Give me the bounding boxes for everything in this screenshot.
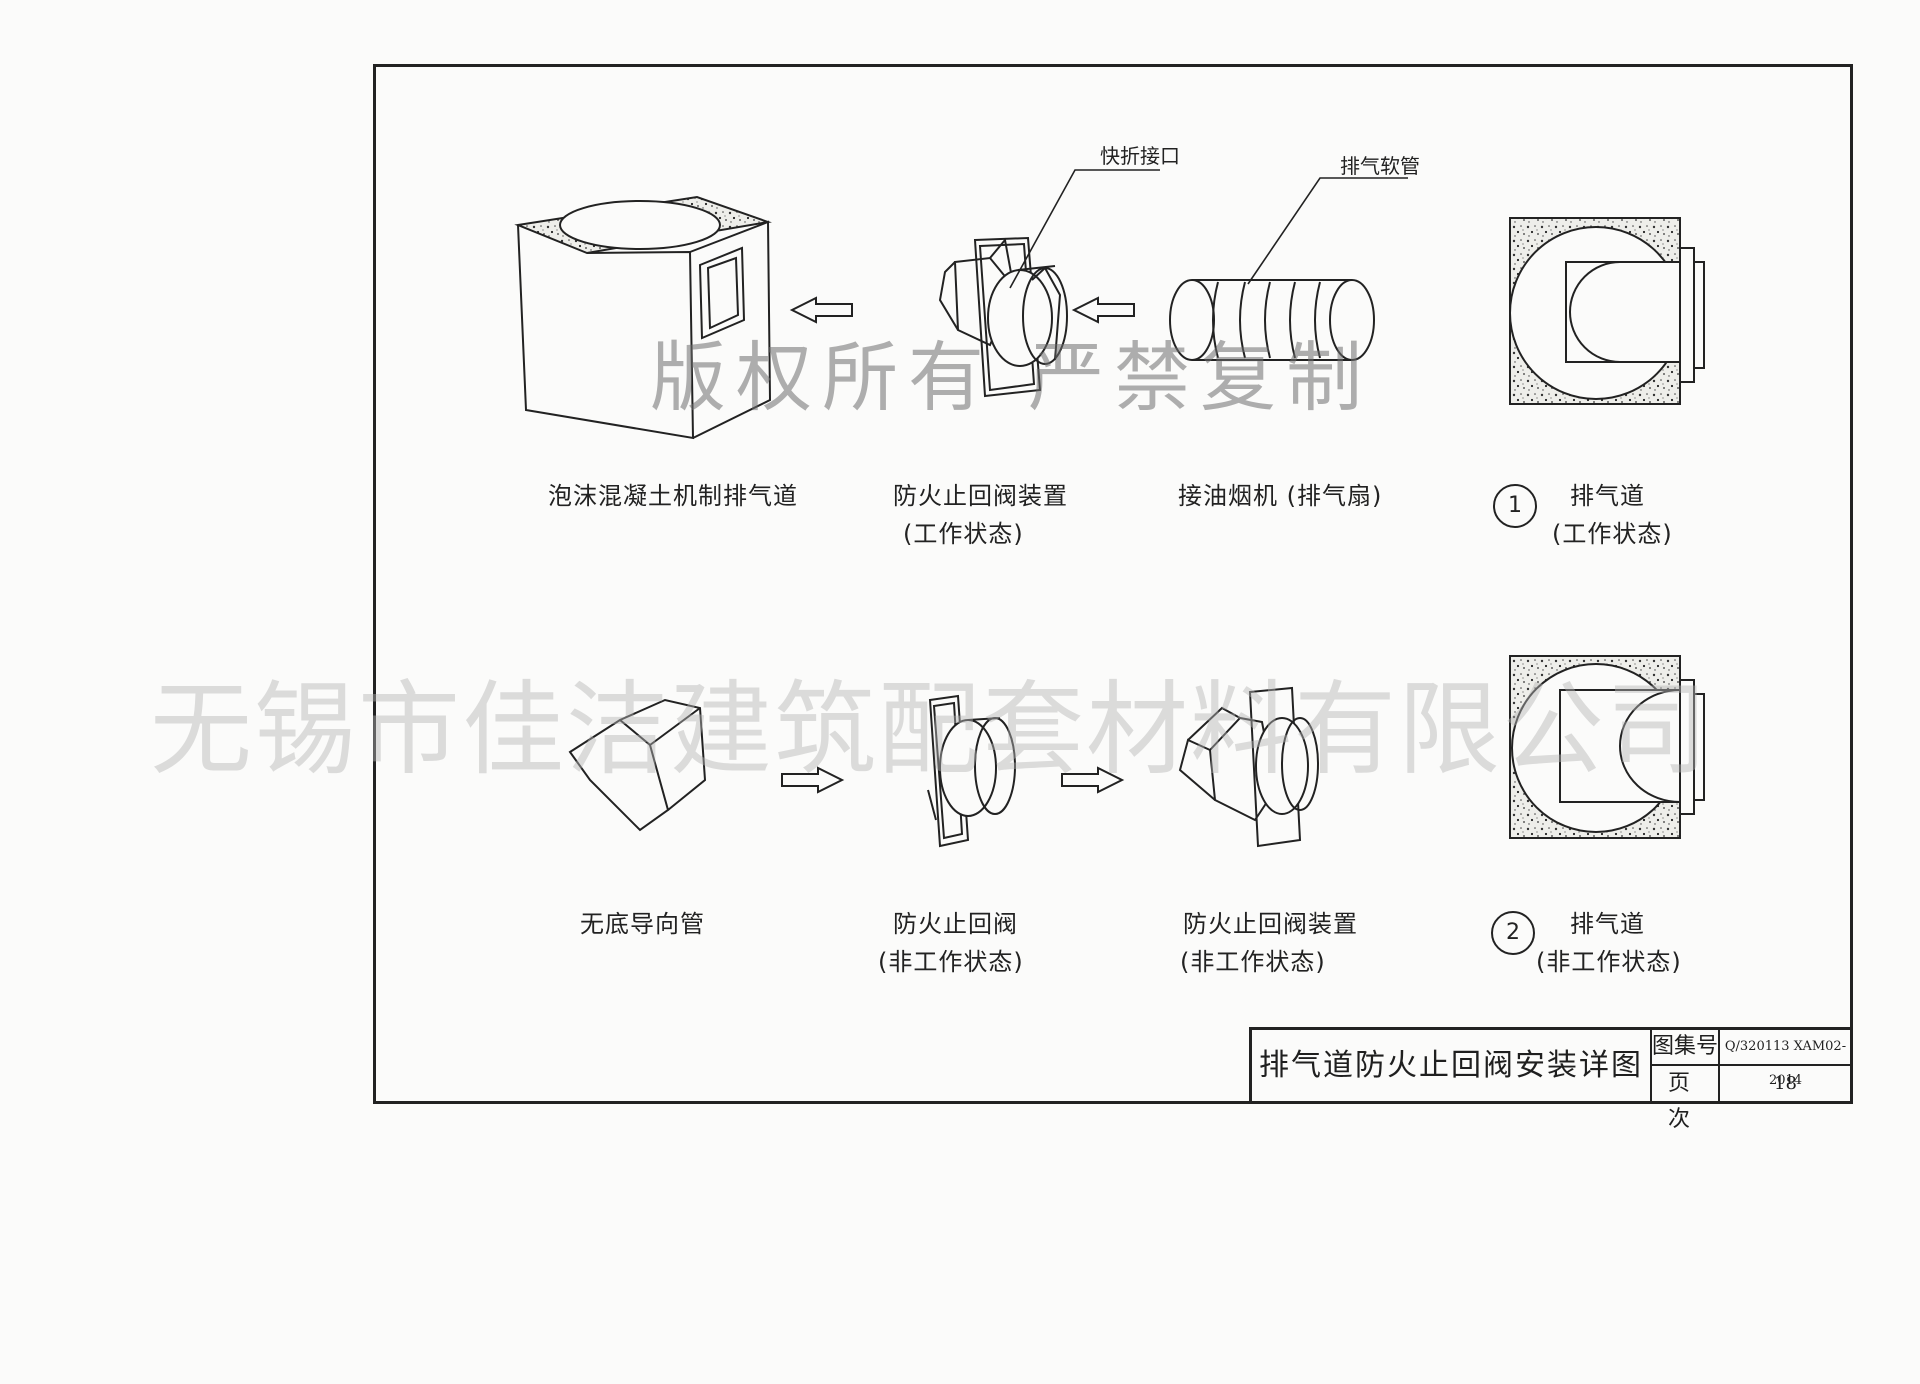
valve-device-idle-label: 防火止回阀装置 <box>1183 910 1358 938</box>
copyright-watermark: 版权所有 严禁复制 <box>650 333 1373 422</box>
section-working-name: 排气道 <box>1570 482 1645 510</box>
callout-leaders <box>1009 169 1408 289</box>
company-watermark: 无锡市佳洁建筑配套材料有限公司 <box>150 671 1710 790</box>
section-idle-name: 排气道 <box>1570 910 1645 938</box>
valve-device-idle-state: (非工作状态) <box>1180 948 1326 976</box>
section-number-1: 1 <box>1493 484 1537 528</box>
section-working-state: (工作状态) <box>1552 520 1673 548</box>
atlas-number-value: Q/320113 XAM02-2014 <box>1720 1030 1851 1088</box>
valve-device-working-state: (工作状态) <box>903 520 1024 548</box>
exhaust-hose-callout: 排气软管 <box>1340 154 1420 178</box>
guide-pipe-illustration <box>568 698 707 832</box>
exhaust-hose-illustration <box>1169 279 1375 361</box>
quick-connector-callout: 快折接口 <box>1100 144 1180 168</box>
valve-device-idle-illustration <box>1178 686 1319 848</box>
drawing-frame <box>373 64 1853 1104</box>
duct-label: 泡沫混凝土机制排气道 <box>548 482 798 510</box>
foam-concrete-duct-illustration <box>514 195 772 440</box>
drawing-title: 排气道防火止回阀安装详图 <box>1252 1030 1652 1102</box>
valve-idle-label: 防火止回阀 <box>893 910 1018 938</box>
page-number: 18 <box>1774 1073 1797 1094</box>
atlas-number-label: 图集号 <box>1652 1030 1720 1066</box>
assembly-arrows-row1 <box>789 296 1135 324</box>
valve-idle-state: (非工作状态) <box>878 948 1024 976</box>
valve-idle-illustration <box>927 694 1016 848</box>
assembly-arrows-row2 <box>781 766 1125 794</box>
section-working-illustration <box>1509 217 1705 405</box>
section-idle-state: (非工作状态) <box>1536 948 1682 976</box>
section-idle-illustration <box>1509 655 1705 839</box>
section-number-2: 2 <box>1491 911 1535 955</box>
valve-device-working-illustration <box>938 236 1068 398</box>
guide-pipe-label: 无底导向管 <box>580 910 705 938</box>
valve-device-working-label: 防火止回阀装置 <box>893 482 1068 510</box>
page-label: 页次 <box>1652 1066 1720 1132</box>
title-block: 排气道防火止回阀安装详图 图集号 Q/320113 XAM02-2014 页次 … <box>1249 1027 1851 1132</box>
hood-label: 接油烟机 (排气扇) <box>1178 482 1383 510</box>
